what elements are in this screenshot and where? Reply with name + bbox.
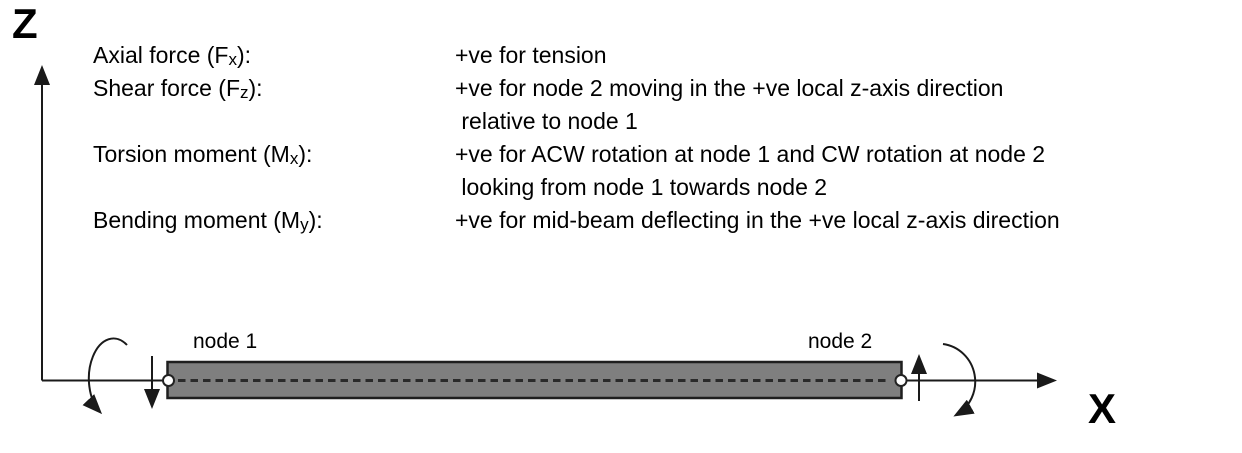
term-text: ): <box>248 75 263 101</box>
legend-term-torsion-moment: Torsion moment (Mx): <box>93 138 455 171</box>
sign-convention-legend: Axial force (Fx): +ve for tension Shear … <box>93 39 1060 237</box>
term-text: ): <box>237 42 252 68</box>
subscript: x <box>228 50 237 70</box>
node1-label: node 1 <box>193 330 258 353</box>
x-axis-label: X <box>1088 385 1117 432</box>
z-axis-label: Z <box>12 0 38 47</box>
legend-desc-shear-force-cont: relative to node 1 <box>455 108 638 134</box>
node2-torsion-arc <box>942 343 977 417</box>
legend-term-bending-moment: Bending moment (My): <box>93 204 455 237</box>
legend-desc-torsion-moment: +ve for ACW rotation at node 1 and CW ro… <box>455 141 1046 167</box>
legend-desc-bending-moment: +ve for mid-beam deflecting in the +ve l… <box>455 207 1060 233</box>
subscript: z <box>240 83 249 103</box>
subscript: x <box>289 149 299 169</box>
node2-marker <box>894 374 908 387</box>
legend-term-shear-force: Shear force (Fz): <box>93 72 455 105</box>
term-text: Bending moment (M <box>93 207 301 233</box>
subscript: y <box>300 215 309 235</box>
term-text: ): <box>308 207 323 233</box>
node1-marker <box>162 374 175 387</box>
node2-label: node 2 <box>808 330 873 353</box>
legend-desc-shear-force: +ve for node 2 moving in the +ve local z… <box>455 75 1004 101</box>
term-text: Torsion moment (M <box>93 141 290 167</box>
term-text: Shear force (F <box>93 75 240 101</box>
term-text: ): <box>298 141 313 167</box>
legend-desc-torsion-moment-cont: looking from node 1 towards node 2 <box>455 174 828 200</box>
legend-desc-axial-force: +ve for tension <box>455 42 607 68</box>
term-text: Axial force (F <box>93 42 229 68</box>
legend-term-axial-force: Axial force (Fx): <box>93 39 455 72</box>
node1-torsion-arc <box>82 337 128 415</box>
